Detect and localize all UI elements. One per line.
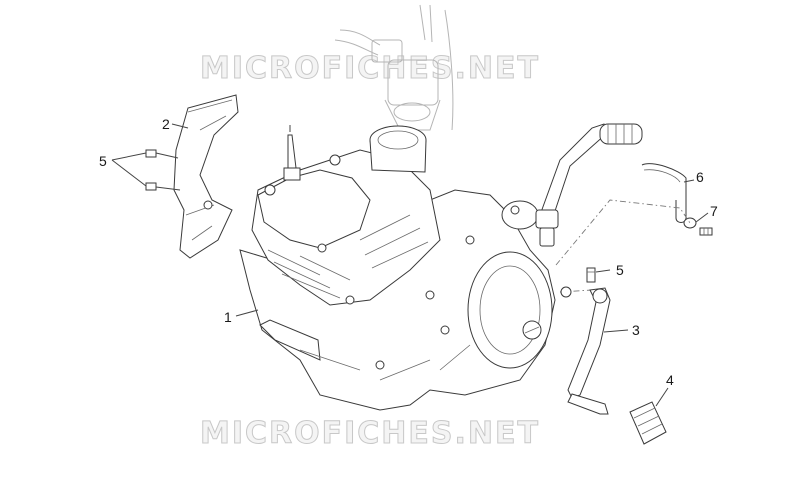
cover-screw-upper: [145, 149, 179, 159]
leader-7: [695, 212, 709, 223]
gear-shift-lever: [567, 287, 611, 415]
carburettor-ghost: [334, 4, 454, 131]
gear-lever-screw: [586, 267, 596, 283]
assembly-centerline: [555, 199, 691, 266]
callout-2: 2: [162, 116, 170, 132]
kickstart-lever: [535, 123, 643, 247]
cover-screw-lower: [145, 182, 181, 191]
callout-1: 1: [224, 309, 232, 325]
return-spring: [641, 163, 687, 223]
callout-4: 4: [666, 372, 674, 388]
leader-5-right: [595, 269, 611, 273]
gear-pedal-rubber: [629, 401, 667, 445]
callout-3: 3: [632, 322, 640, 338]
callout-5-right: 5: [616, 262, 624, 278]
leader-5a: [111, 152, 147, 161]
callout-7: 7: [710, 203, 718, 219]
washer-and-screw: [683, 217, 713, 236]
leader-2: [171, 123, 189, 129]
watermark-bottom: MICROFICHES.NET: [200, 416, 540, 451]
sprocket-cover: [173, 94, 239, 259]
callout-6: 6: [696, 169, 704, 185]
leader-6: [683, 179, 695, 183]
leader-5b: [111, 159, 147, 187]
callout-5-left: 5: [99, 153, 107, 169]
gear-shaft-end: [560, 286, 572, 298]
engine-assembly: [239, 125, 556, 411]
watermark-top: MICROFICHES.NET: [200, 51, 540, 86]
leader-3: [603, 329, 629, 333]
leader-4: [655, 387, 669, 407]
leader-1: [235, 309, 259, 317]
